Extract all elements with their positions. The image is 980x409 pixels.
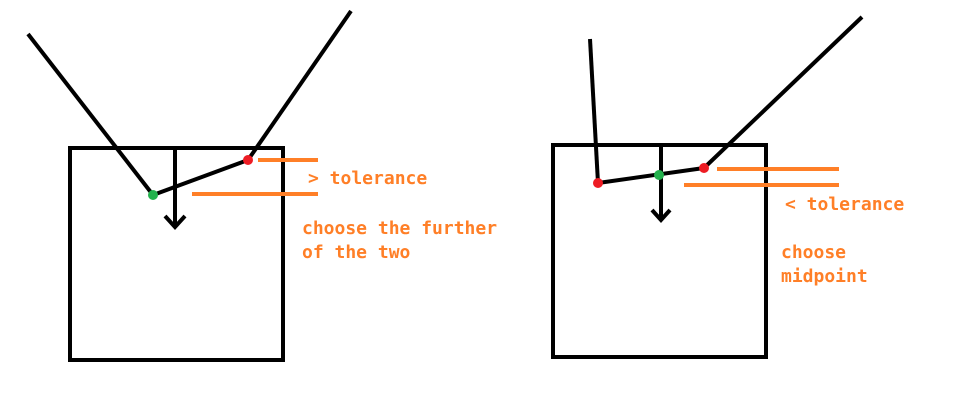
left-green-point [148,190,158,200]
right-comparison-label: < tolerance [785,194,905,215]
left-incoming-ray [26,32,155,197]
right-connecting-segment [597,166,705,185]
left-red-point [243,155,253,165]
right-incoming-ray [588,38,600,184]
left-panel [26,9,353,362]
left-instruction-line2: of the two [302,242,411,263]
right-instruction-line2: midpoint [781,266,868,287]
right-red-point-left [593,178,603,188]
left-connecting-segment [152,158,249,197]
left-instruction-line1: choose the further [302,218,498,239]
left-outgoing-ray [246,9,353,162]
right-outgoing-ray [702,15,864,170]
right-down-arrow [650,145,672,223]
right-panel [551,15,864,359]
right-red-point-right [699,163,709,173]
left-down-arrow [163,148,187,230]
right-instruction-line1: choose [781,242,847,263]
right-green-midpoint [654,170,664,180]
left-comparison-label: > tolerance [308,168,428,189]
